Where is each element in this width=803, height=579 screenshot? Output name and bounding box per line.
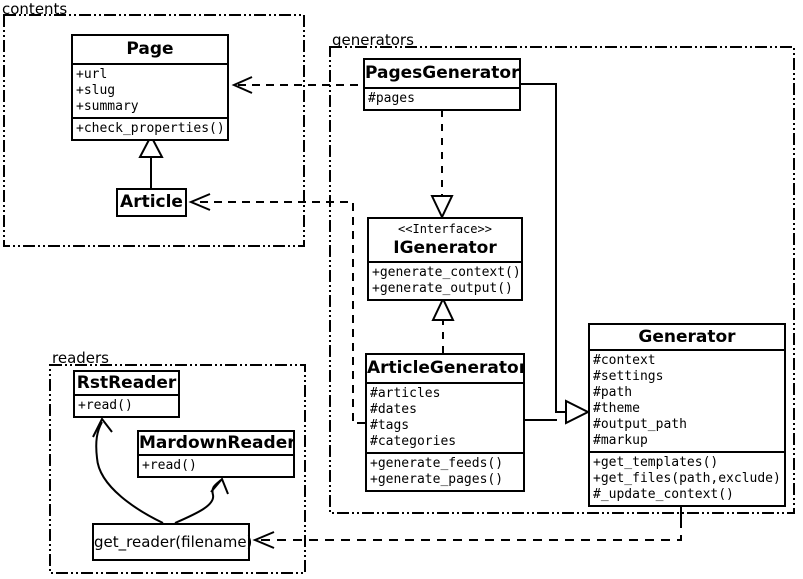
class-title-articlegenerator: ArticleGenerator bbox=[367, 358, 523, 378]
attribute-output-path: #output_path bbox=[593, 417, 687, 432]
class-box-pagesgenerator: PagesGenerator #pages bbox=[363, 58, 521, 111]
realization-articlegenerator-to-igenerator-triangle-icon bbox=[431, 296, 455, 321]
package-label-generators: generators bbox=[332, 31, 414, 49]
attribute-theme: #theme bbox=[593, 401, 640, 416]
class-box-igenerator: <<Interface>> IGenerator +generate_conte… bbox=[367, 217, 523, 301]
generator-methods: +get_templates() +get_files(path,exclude… bbox=[590, 451, 784, 505]
class-box-articlegenerator: ArticleGenerator #articles #dates #tags … bbox=[365, 353, 525, 492]
method-generate-output: +generate_output() bbox=[372, 281, 513, 296]
markdownreader-methods: +read() bbox=[139, 454, 293, 476]
articlegenerator-methods: +generate_feeds() +generate_pages() bbox=[367, 452, 523, 490]
generator-attributes: #context #settings #path #theme #output_… bbox=[590, 349, 784, 451]
page-attributes: +url +slug +summary bbox=[73, 63, 227, 117]
get-reader-box: get_reader(filename) bbox=[92, 523, 252, 561]
method-generate-feeds: +generate_feeds() bbox=[370, 456, 504, 471]
method-generate-pages: +generate_pages() bbox=[370, 472, 504, 487]
class-title-generator: Generator bbox=[638, 327, 736, 347]
class-box-generator: Generator #context #settings #path #them… bbox=[588, 323, 786, 507]
class-title-page: Page bbox=[126, 39, 174, 59]
attribute-dates: #dates bbox=[370, 402, 417, 417]
generalization-to-generator-triangle-icon bbox=[565, 399, 591, 425]
generalization-article-to-page-triangle-icon bbox=[138, 133, 164, 158]
page-methods: +check_properties() bbox=[73, 117, 227, 139]
method-generate-context: +generate_context() bbox=[372, 265, 521, 280]
igenerator-header: <<Interface>> IGenerator bbox=[369, 219, 521, 261]
class-title-markdownreader: MardownReader bbox=[139, 433, 293, 453]
generators-package-border bbox=[329, 46, 795, 514]
attribute-path: #path bbox=[593, 385, 633, 400]
method-get-templates: +get_templates() bbox=[593, 455, 719, 470]
generalization-pagesgenerator-to-generator-line bbox=[521, 83, 566, 413]
class-title-pagesgenerator: PagesGenerator bbox=[365, 63, 519, 83]
class-box-markdownreader: MardownReader +read() bbox=[137, 430, 295, 478]
attribute-summary: +summary bbox=[76, 99, 139, 114]
class-box-page: Page +url +slug +summary +check_properti… bbox=[71, 34, 229, 141]
dependency-articlegenerator-to-article-line bbox=[195, 201, 365, 424]
class-box-rstreader: RstReader +read() bbox=[73, 370, 180, 418]
attribute-markup: #markup bbox=[593, 433, 648, 448]
attribute-context: #context bbox=[593, 353, 656, 368]
attribute-tags: #tags bbox=[370, 418, 410, 433]
igenerator-methods: +generate_context() +generate_output() bbox=[369, 261, 521, 299]
class-title-igenerator: IGenerator bbox=[393, 238, 497, 258]
dependency-pagesgenerator-to-page-arrowhead-icon bbox=[231, 76, 253, 94]
attribute-url: +url bbox=[76, 67, 108, 82]
attribute-categories: #categories bbox=[370, 434, 457, 449]
interface-stereotype: <<Interface>> bbox=[398, 222, 492, 236]
package-label-readers: readers bbox=[52, 349, 109, 367]
method-rst-read: +read() bbox=[78, 398, 133, 413]
arrow-getreader-to-rstreader-arrowhead-icon bbox=[92, 417, 113, 438]
dependency-generator-to-getreader-arrowhead-icon bbox=[252, 531, 275, 549]
articlegenerator-attributes: #articles #dates #tags #categories bbox=[367, 382, 523, 452]
arrow-getreader-to-markdownreader-line bbox=[174, 479, 222, 524]
arrow-getreader-to-markdownreader-arrowhead-icon bbox=[210, 477, 229, 495]
class-box-article: Article bbox=[116, 188, 187, 217]
package-label-contents: contents bbox=[2, 0, 68, 18]
attribute-slug: +slug bbox=[76, 83, 116, 98]
realization-pagesgenerator-to-igenerator-triangle-icon bbox=[430, 195, 454, 220]
method-get-files: +get_files(path,exclude) bbox=[593, 471, 781, 486]
method-update-context: #_update_context() bbox=[593, 487, 734, 502]
arrow-getreader-to-rstreader-line bbox=[95, 421, 164, 524]
dependency-articlegenerator-to-article-arrowhead-icon bbox=[188, 193, 211, 211]
class-title-rstreader: RstReader bbox=[76, 373, 177, 393]
class-title-article: Article bbox=[120, 192, 183, 212]
method-markdown-read: +read() bbox=[142, 458, 197, 473]
readers-package-border bbox=[49, 364, 306, 574]
method-check-properties: +check_properties() bbox=[76, 121, 225, 136]
attribute-settings: #settings bbox=[593, 369, 664, 384]
contents-package-border bbox=[3, 14, 305, 247]
attribute-pages: #pages bbox=[368, 91, 415, 106]
pagesgenerator-attributes: #pages bbox=[365, 87, 519, 109]
dependency-generator-to-getreader-line bbox=[258, 519, 682, 541]
attribute-articles: #articles bbox=[370, 386, 441, 401]
rstreader-methods: +read() bbox=[75, 394, 178, 416]
